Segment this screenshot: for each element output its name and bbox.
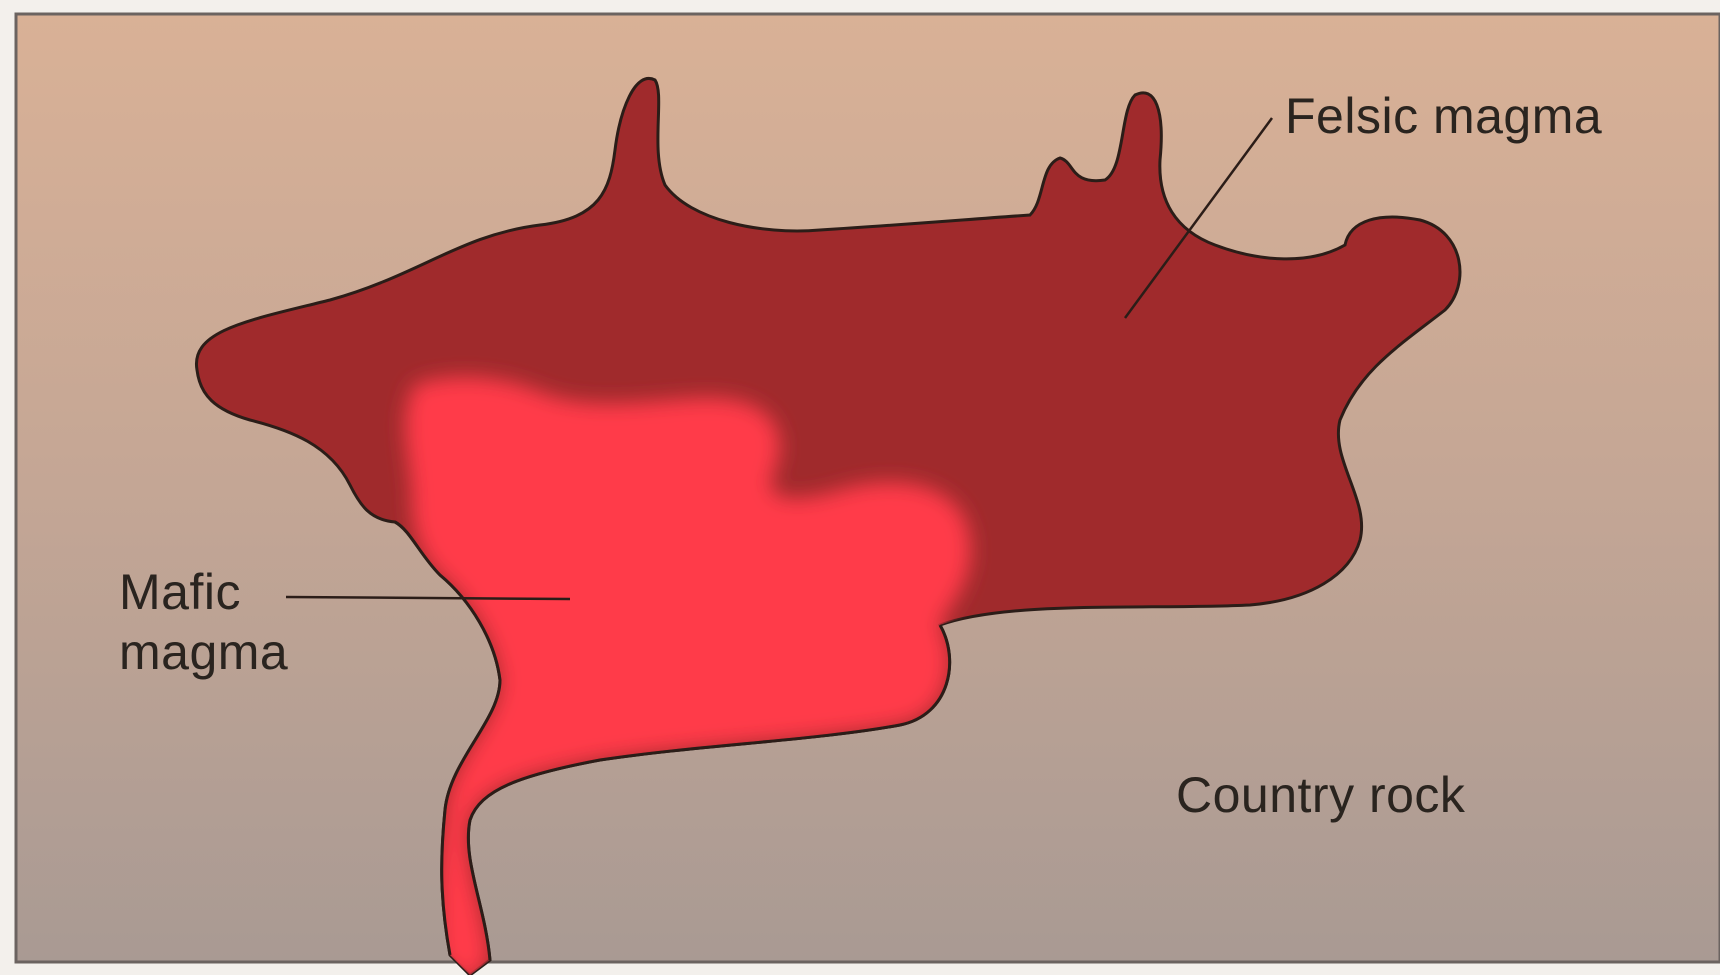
mafic-label-line-2: magma — [119, 622, 288, 682]
country-rock-label: Country rock — [1176, 765, 1465, 825]
mafic-magma-label: Mafic magma — [119, 562, 288, 682]
mafic-label-line-1: Mafic — [119, 562, 288, 622]
felsic-magma-label: Felsic magma — [1285, 86, 1602, 146]
